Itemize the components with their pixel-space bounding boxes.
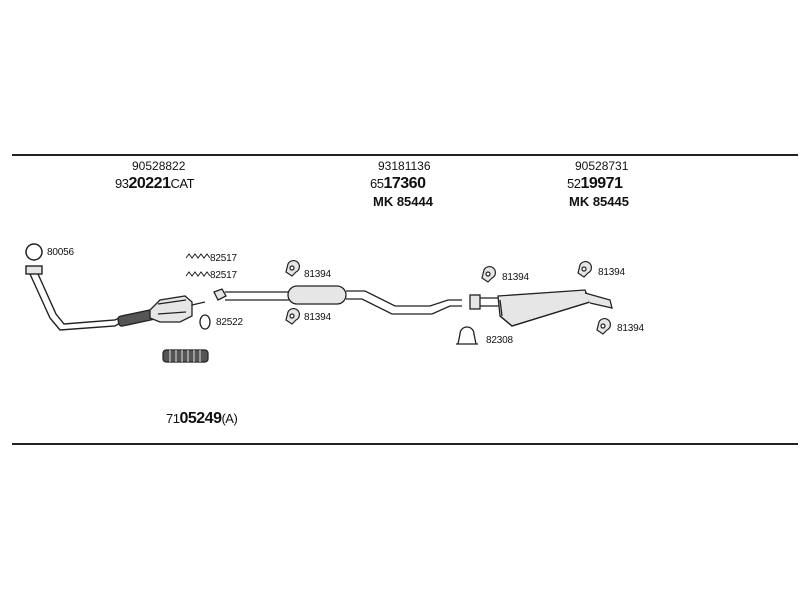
label-80056: 80056: [47, 247, 74, 258]
clamp-icon: [456, 326, 478, 345]
code-left-suffix: CAT: [170, 176, 195, 191]
label-82517-b: 82517: [210, 270, 237, 281]
kit-prefix: 71: [166, 411, 180, 426]
kit-number: 7105249(A): [166, 410, 238, 427]
label-81394-5: 81394: [617, 323, 644, 334]
kit-suffix: (A): [221, 411, 238, 426]
label-82308: 82308: [486, 335, 513, 346]
label-82522: 82522: [216, 317, 243, 328]
middle-silencer-icon: [213, 285, 462, 315]
code-left-main: 20221: [128, 175, 171, 192]
code-right-prefix: 52: [567, 176, 581, 191]
kit-main: 05249: [179, 410, 222, 427]
flex-pipe-icon: [162, 349, 209, 363]
gasket-icon: [199, 314, 211, 330]
mk-mid: MK 85444: [373, 194, 433, 209]
label-81394-2: 81394: [304, 312, 331, 323]
top-divider: [12, 154, 798, 156]
code-right: 5219971: [567, 175, 623, 192]
catalytic-converter-icon: [117, 295, 206, 327]
ref-right: 90528731: [575, 159, 629, 173]
front-pipe-icon: [25, 265, 126, 331]
label-81394-4: 81394: [598, 267, 625, 278]
code-left-prefix: 93: [115, 176, 129, 191]
bottom-divider: [12, 443, 798, 445]
code-mid: 6517360: [370, 175, 426, 192]
code-right-main: 19971: [580, 175, 623, 192]
mk-right: MK 85445: [569, 194, 629, 209]
ref-mid: 93181136: [378, 159, 431, 173]
ref-left: 90528822: [132, 159, 186, 173]
rubber-mount-icon: [285, 260, 611, 335]
rear-silencer-icon: [469, 289, 613, 327]
label-81394-3: 81394: [502, 272, 529, 283]
code-left: 9320221CAT: [115, 175, 195, 192]
spring-bolt-icon: [185, 253, 211, 277]
label-81394-1: 81394: [304, 269, 331, 280]
code-mid-prefix: 65: [370, 176, 384, 191]
code-mid-main: 17360: [383, 175, 426, 192]
label-82517-a: 82517: [210, 253, 237, 264]
gasket-ring-icon: [25, 243, 43, 261]
